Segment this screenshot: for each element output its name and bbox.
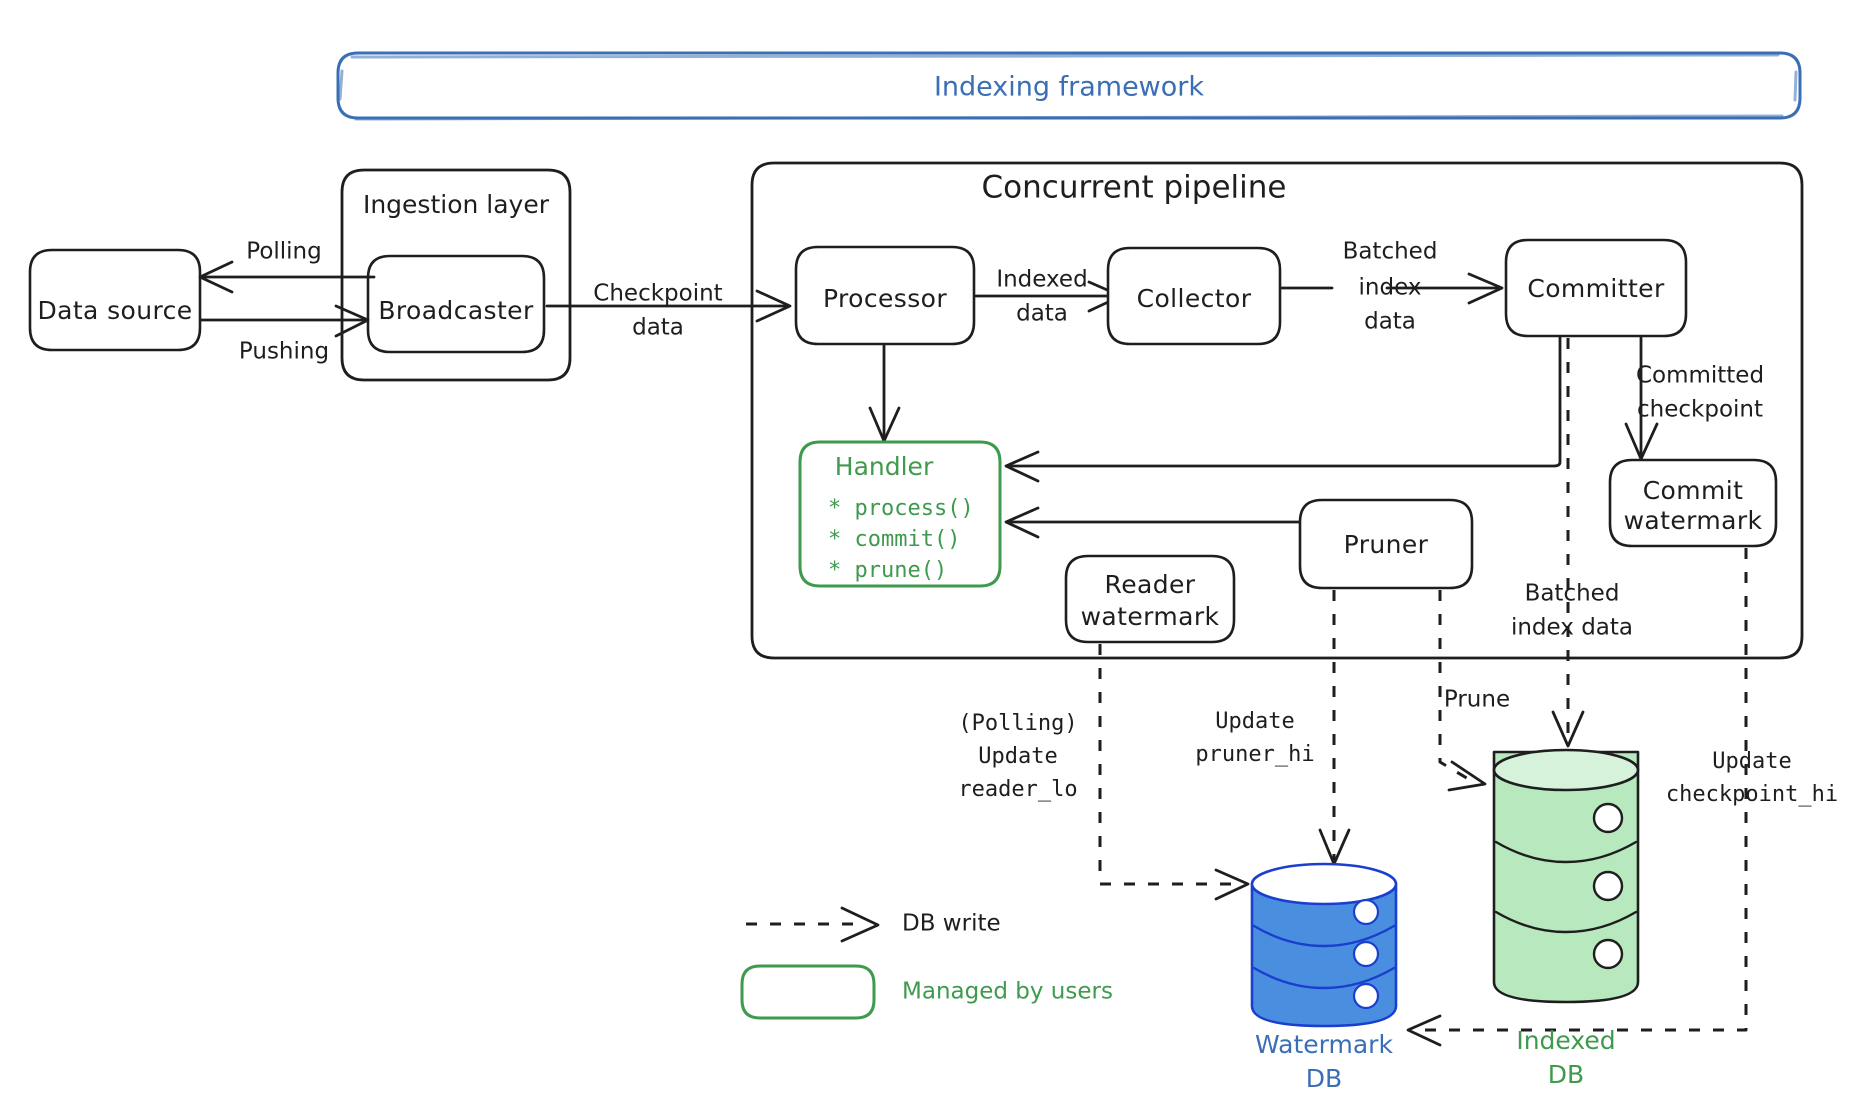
- node-processor[interactable]: Processor: [794, 245, 976, 346]
- legend: DB write Managed by users: [740, 906, 1113, 1020]
- edge-commit-watermark-to-watermark-db: Update checkpoint_hi: [1406, 548, 1838, 1047]
- edge-committed-checkpoint-label-1: Committed: [1636, 363, 1764, 389]
- node-collector[interactable]: Collector: [1106, 246, 1282, 346]
- indexed-db-label-line2: DB: [1548, 1060, 1584, 1089]
- node-reader-watermark-label-2: watermark: [1081, 602, 1220, 631]
- handler-method-prune: * prune(): [828, 558, 947, 583]
- edge-committed-checkpoint-label-2: checkpoint: [1637, 397, 1763, 423]
- edge-reader-lo-label-3: reader_lo: [958, 777, 1077, 802]
- edge-prune-label: Prune: [1444, 687, 1510, 713]
- edge-reader-lo-label-2: Update: [978, 744, 1057, 769]
- node-reader-watermark[interactable]: Reader watermark: [1064, 554, 1236, 644]
- legend-db-write-label: DB write: [902, 911, 1001, 937]
- node-broadcaster[interactable]: Broadcaster: [366, 254, 546, 354]
- watermark-db-label-line1: Watermark: [1255, 1030, 1393, 1059]
- handler-method-commit: * commit(): [828, 527, 960, 552]
- edge-checkpoint-hi-label-1: Update: [1712, 749, 1791, 774]
- edge-checkpoint-hi-label-2: checkpoint_hi: [1666, 782, 1838, 807]
- edge-pruner-hi-label-2: pruner_hi: [1195, 742, 1314, 767]
- legend-item-db-write: DB write: [746, 906, 1001, 943]
- edge-batched-index-data2-label-2: index data: [1511, 615, 1633, 641]
- edge-indexed-data-label-2: data: [1016, 301, 1068, 327]
- database-watermark-db[interactable]: [1250, 862, 1398, 1028]
- edge-pushing: Pushing: [199, 304, 370, 365]
- edge-batched-index-data: Batched index data: [1280, 239, 1504, 335]
- legend-managed-by-users-label: Managed by users: [902, 979, 1113, 1005]
- node-commit-watermark-label-2: watermark: [1624, 506, 1763, 535]
- node-collector-label: Collector: [1137, 284, 1252, 313]
- legend-item-managed-by-users: Managed by users: [740, 964, 1113, 1020]
- node-commit-watermark[interactable]: Commit watermark: [1608, 458, 1778, 548]
- node-data-source[interactable]: Data source: [28, 248, 202, 352]
- edge-reader-lo-label-1: (Polling): [958, 711, 1077, 736]
- edge-reader-watermark-to-watermark-db: (Polling) Update reader_lo: [958, 644, 1250, 901]
- edge-indexed-data: Indexed data: [974, 267, 1123, 327]
- frame-title: Indexing framework: [934, 72, 1204, 103]
- node-broadcaster-label: Broadcaster: [378, 296, 534, 325]
- edge-batched-index-data-label-1: Batched: [1343, 239, 1438, 265]
- watermark-db-label-line2: DB: [1306, 1064, 1342, 1093]
- node-handler-title: Handler: [835, 452, 934, 481]
- edge-pushing-label: Pushing: [239, 339, 329, 365]
- edge-pruner-hi-label-1: Update: [1215, 709, 1294, 734]
- edge-batched-index-data-label-2: index: [1359, 275, 1422, 301]
- edge-committer-to-handler: [1004, 336, 1562, 483]
- node-committer[interactable]: Committer: [1504, 238, 1688, 338]
- node-pruner[interactable]: Pruner: [1298, 498, 1474, 590]
- edge-batched-index-data2-label-1: Batched: [1525, 581, 1620, 607]
- node-pruner-label: Pruner: [1344, 530, 1429, 559]
- edge-indexed-data-label-1: Indexed: [996, 267, 1087, 293]
- edge-processor-to-handler: [868, 344, 901, 443]
- edge-checkpoint-data: Checkpoint data: [545, 281, 792, 341]
- edge-prune-to-indexed-db: Prune: [1438, 590, 1510, 792]
- database-indexed-db[interactable]: Indexed: [1492, 748, 1640, 1004]
- edge-polling-label: Polling: [246, 239, 321, 265]
- node-data-source-label: Data source: [37, 296, 192, 325]
- node-commit-watermark-label-1: Commit: [1643, 476, 1744, 505]
- node-processor-label: Processor: [823, 284, 947, 313]
- node-handler[interactable]: Handler * process() * commit() * prune(): [798, 440, 1002, 588]
- indexed-db-label-line1: Indexed: [1516, 1026, 1615, 1055]
- handler-method-process: * process(): [828, 496, 974, 521]
- edge-committed-checkpoint: Committed checkpoint: [1624, 336, 1764, 461]
- edge-checkpoint-data-label-2: data: [632, 315, 684, 341]
- node-reader-watermark-label-1: Reader: [1105, 570, 1196, 599]
- edge-committer-to-indexed-db: Batched index data: [1511, 338, 1633, 748]
- edge-polling: Polling: [198, 239, 376, 294]
- concurrent-pipeline-group: Concurrent pipeline: [750, 161, 1804, 660]
- indexing-framework-frame: Indexing framework: [336, 51, 1802, 121]
- concurrent-pipeline-label: Concurrent pipeline: [982, 170, 1287, 206]
- ingestion-layer-group: Ingestion layer: [340, 168, 572, 382]
- edge-pruner-to-handler: [1004, 506, 1302, 539]
- ingestion-layer-label: Ingestion layer: [363, 190, 550, 219]
- edge-batched-index-data-label-3: data: [1364, 309, 1416, 335]
- node-committer-label: Committer: [1527, 274, 1665, 303]
- edge-checkpoint-data-label-1: Checkpoint: [593, 281, 722, 307]
